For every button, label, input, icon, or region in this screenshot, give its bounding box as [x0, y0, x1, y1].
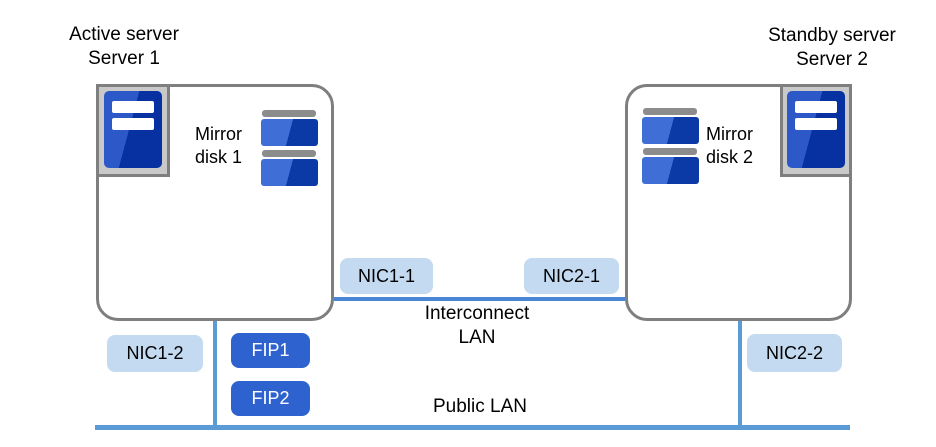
server1-role-label: Active server	[69, 24, 179, 45]
fip2-badge: FIP2	[231, 381, 310, 416]
disk-body-icon	[642, 117, 699, 144]
server2-public-link-line	[738, 321, 742, 427]
mirror-disk1-icon	[261, 110, 318, 190]
mirror-disk2-icon	[642, 108, 699, 188]
mirror-disk1-label: Mirror disk 1	[195, 124, 243, 167]
interconnect-lan-line	[334, 297, 625, 301]
disk-body-icon	[642, 157, 699, 184]
nic2-1-badge: NIC2-1	[524, 258, 619, 294]
server2-tower-icon	[787, 91, 845, 168]
server1-tower-icon	[104, 91, 162, 168]
disk-cap-icon	[643, 148, 697, 155]
server1-tower-slot-icon	[112, 118, 154, 130]
disk-body-icon	[261, 119, 318, 146]
server1-tower-slot-icon	[112, 101, 154, 113]
server2-role-label: Standby server	[768, 25, 896, 46]
nic1-1-badge: NIC1-1	[340, 258, 433, 294]
disk-cap-icon	[262, 150, 316, 157]
disk-body-icon	[261, 159, 318, 186]
server2-tower-slot-icon	[795, 101, 837, 113]
disk-cap-icon	[643, 108, 697, 115]
nic1-2-badge: NIC1-2	[107, 335, 203, 372]
server1-caption: Active server Server 1	[39, 23, 209, 71]
interconnect-lan-label: Interconnect LAN	[424, 303, 530, 348]
nic2-2-badge: NIC2-2	[747, 334, 842, 372]
public-lan-label: Public LAN	[433, 396, 527, 417]
server2-caption: Standby server Server 2	[747, 24, 917, 72]
server1-name-label: Server 1	[88, 48, 160, 69]
server1-public-link-line	[213, 321, 217, 427]
fip1-badge: FIP1	[231, 333, 310, 368]
server2-icon	[780, 84, 852, 177]
public-lan-line	[95, 425, 850, 430]
server2-name-label: Server 2	[796, 49, 868, 70]
disk-cap-icon	[262, 110, 316, 117]
mirror-disk2-label: Mirror disk 2	[706, 124, 754, 167]
server2-tower-slot-icon	[795, 118, 837, 130]
server1-icon	[96, 84, 170, 177]
